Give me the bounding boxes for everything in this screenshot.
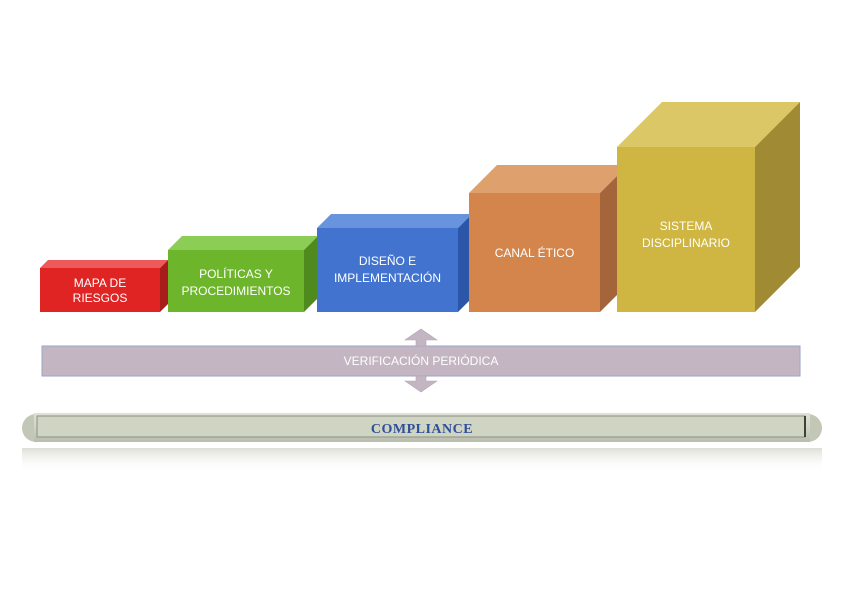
box-front-face xyxy=(617,147,755,312)
box-front-face xyxy=(168,250,304,312)
step-box-sistema: SISTEMA DISCIPLINARIO xyxy=(617,102,800,312)
arrow-down-icon xyxy=(404,375,438,393)
step-label: SISTEMA xyxy=(660,219,713,233)
step-label: CANAL ÉTICO xyxy=(495,245,575,260)
box-top-face xyxy=(469,165,628,193)
box-front-face xyxy=(40,268,160,312)
box-top-face xyxy=(168,236,318,250)
box-side-face xyxy=(304,236,318,312)
compliance-label: COMPLIANCE xyxy=(371,422,473,437)
step-label: POLÍTICAS Y xyxy=(199,266,273,281)
foundation-right-cap xyxy=(808,414,822,442)
step-label: MAPA DE xyxy=(74,276,126,290)
box-front-face xyxy=(317,228,458,312)
verification-bar xyxy=(41,345,801,377)
foundation-left-cap xyxy=(22,414,36,442)
step-label: DISCIPLINARIO xyxy=(642,236,730,250)
box-top-face xyxy=(617,102,800,147)
step-box-canal: CANAL ÉTICO xyxy=(469,165,628,312)
box-side-face xyxy=(160,260,168,312)
verification-label: VERIFICACIÓN PERIÓDICA xyxy=(344,353,499,368)
box-front-face xyxy=(469,193,600,312)
box-side-face xyxy=(755,102,800,312)
box-side-face xyxy=(458,214,472,312)
box-top-face xyxy=(40,260,168,268)
foundation-shadow xyxy=(22,448,822,472)
step-label: IMPLEMENTACIÓN xyxy=(334,270,441,285)
step-box-politicas: POLÍTICAS Y PROCEDIMIENTOS xyxy=(168,236,318,312)
arrow-up-icon xyxy=(404,328,438,347)
compliance-foundation: COMPLIANCE xyxy=(22,413,822,472)
step-label: DISEÑO E xyxy=(359,254,416,268)
step-label: PROCEDIMIENTOS xyxy=(181,284,290,298)
step-box-diseno: DISEÑO E IMPLEMENTACIÓN xyxy=(317,214,472,312)
verification-band: VERIFICACIÓN PERIÓDICA xyxy=(41,328,801,393)
box-top-face xyxy=(317,214,472,228)
step-label: RIESGOS xyxy=(73,291,128,305)
